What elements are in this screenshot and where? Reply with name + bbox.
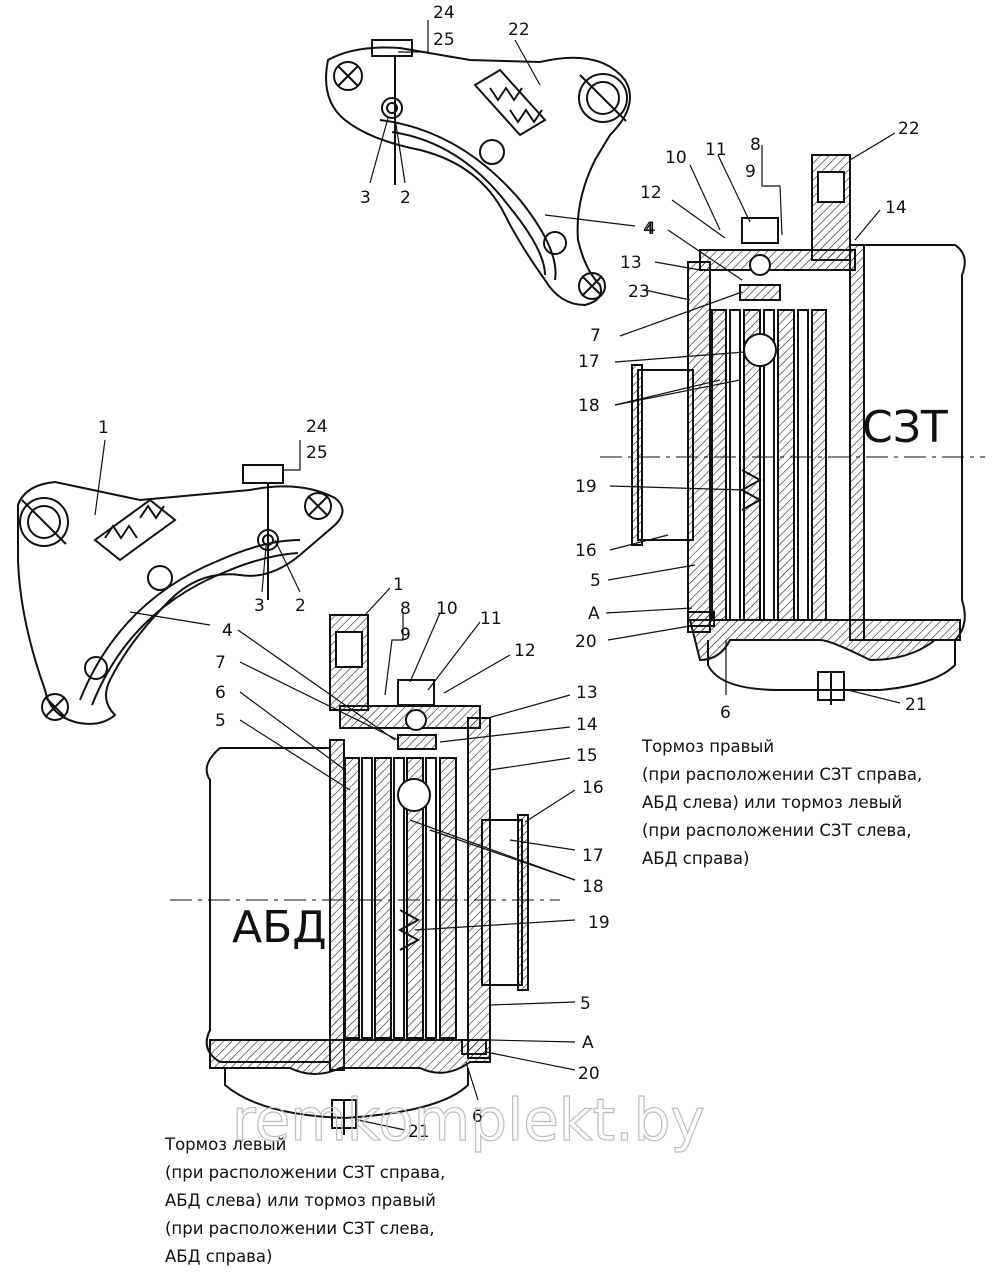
callout-l-11: 11 xyxy=(480,609,502,629)
callout-l-16: 16 xyxy=(582,778,604,798)
left-assembly-labels: 1 3 2 4 24 25 xyxy=(98,417,328,641)
callout-r-14: 14 xyxy=(885,198,907,218)
callout-r-A: А xyxy=(588,604,600,624)
caption-right-line-4: (при расположении СЗТ слева, xyxy=(642,821,912,840)
callout-top-25: 25 xyxy=(433,30,455,50)
callout-r-7: 7 xyxy=(590,326,601,346)
callout-r-5: 5 xyxy=(590,571,601,591)
caption-left-line-2: (при расположении СЗТ справа, xyxy=(165,1163,445,1182)
callout-l-19: 19 xyxy=(588,913,610,933)
callout-left-2: 2 xyxy=(295,596,306,616)
callout-l-5b: 5 xyxy=(580,994,591,1014)
callout-r-13: 13 xyxy=(620,253,642,273)
callout-top-24: 24 xyxy=(433,3,455,23)
callout-r-19: 19 xyxy=(575,477,597,497)
callout-top-22: 22 xyxy=(508,20,530,40)
top-assembly-labels: 3 2 4 22 24 25 xyxy=(360,3,654,239)
callout-l-7: 7 xyxy=(215,653,226,673)
caption-left-line-1: Тормоз левый xyxy=(164,1135,286,1154)
callout-left-24: 24 xyxy=(306,417,328,437)
callout-l-12: 12 xyxy=(514,641,536,661)
callout-l-14: 14 xyxy=(576,715,598,735)
callout-r-4: 4 xyxy=(645,219,656,239)
callout-r-6: 6 xyxy=(720,703,731,723)
left-lever-assembly xyxy=(17,464,344,725)
callout-top-4: 4 xyxy=(643,219,654,239)
left-brake-section xyxy=(170,614,560,1135)
leader-lines xyxy=(94,20,901,1131)
callout-l-9: 9 xyxy=(400,625,411,645)
callout-left-25: 25 xyxy=(306,443,328,463)
caption-right-line-3: АБД слева) или тормоз левый xyxy=(642,793,902,812)
callout-l-10: 10 xyxy=(436,599,458,619)
callout-l-4: 4 xyxy=(222,621,233,641)
callout-left-4: 4 xyxy=(222,621,233,641)
callout-l-18: 18 xyxy=(582,877,604,897)
callout-l-A: А xyxy=(582,1033,594,1053)
callout-l-15: 15 xyxy=(576,746,598,766)
callout-l-20: 20 xyxy=(578,1064,600,1084)
caption-right-line-5: АБД справа) xyxy=(642,849,749,868)
callout-r-16: 16 xyxy=(575,541,597,561)
caption-right-line-1: Тормоз правый xyxy=(641,737,774,756)
caption-left-line-5: АБД справа) xyxy=(165,1247,272,1266)
callout-top-3: 3 xyxy=(360,188,371,208)
callout-left-1: 1 xyxy=(98,418,109,438)
caption-left-line-3: АБД слева) или тормоз правый xyxy=(165,1191,436,1210)
callout-l-1: 1 xyxy=(393,575,404,595)
right-brake-section xyxy=(600,154,985,705)
watermark: remkomplekt.by xyxy=(232,1086,705,1154)
callout-r-10: 10 xyxy=(665,148,687,168)
callout-left-3: 3 xyxy=(254,596,265,616)
callout-r-23: 23 xyxy=(628,282,650,302)
right-brake-labels: 22 14 8 9 10 11 12 4 13 23 7 17 18 19 16… xyxy=(575,119,948,723)
callout-l-17: 17 xyxy=(582,846,604,866)
caption-left: Тормоз левый (при расположении СЗТ справ… xyxy=(164,1135,445,1266)
callout-r-11: 11 xyxy=(705,140,727,160)
callout-r-9: 9 xyxy=(745,162,756,182)
label-szt: СЗТ xyxy=(862,402,948,453)
callout-l-13: 13 xyxy=(576,683,598,703)
label-abd: АБД xyxy=(232,902,327,953)
callout-r-20: 20 xyxy=(575,632,597,652)
callout-r-21: 21 xyxy=(905,695,927,715)
callout-l-21: 21 xyxy=(408,1122,430,1142)
top-lever-assembly xyxy=(325,39,631,307)
caption-right-line-2: (при расположении СЗТ справа, xyxy=(642,765,922,784)
callout-r-8: 8 xyxy=(750,135,761,155)
callout-r-22: 22 xyxy=(898,119,920,139)
callout-r-17: 17 xyxy=(578,352,600,372)
caption-right: Тормоз правый (при расположении СЗТ спра… xyxy=(641,737,922,868)
callout-top-2: 2 xyxy=(400,188,411,208)
callout-l-6: 6 xyxy=(215,683,226,703)
callout-r-18: 18 xyxy=(578,396,600,416)
callout-l-5: 5 xyxy=(215,711,226,731)
callout-l-6b: 6 xyxy=(472,1107,483,1127)
caption-left-line-4: (при расположении СЗТ слева, xyxy=(165,1219,435,1238)
callout-l-8: 8 xyxy=(400,599,411,619)
left-brake-labels: 1 8 9 10 11 12 13 14 15 16 17 18 19 4 7 … xyxy=(215,575,610,1142)
callout-r-12: 12 xyxy=(640,183,662,203)
